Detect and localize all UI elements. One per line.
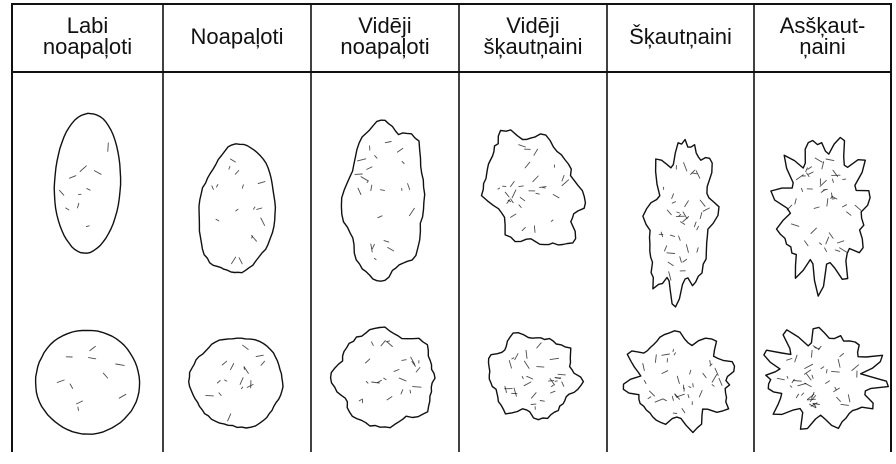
grain-texture-mark	[537, 367, 544, 368]
grain-outline	[331, 327, 435, 428]
grain-texture-mark	[410, 390, 411, 393]
grain-drawing	[311, 72, 459, 292]
grain-drawing	[754, 292, 891, 452]
grain-cell-asskautnaini-bottom	[754, 292, 891, 452]
grain-outline	[643, 140, 719, 307]
grain-cell-videji-skautnaini-bottom	[459, 292, 607, 452]
grain-drawing	[163, 72, 311, 292]
grain-texture-mark	[108, 143, 109, 151]
grain-drawing	[12, 292, 163, 452]
grain-texture-mark	[812, 350, 813, 357]
grain-outline	[764, 327, 888, 429]
grain-drawing	[12, 72, 163, 292]
grain-drawing	[754, 72, 891, 292]
grain-cell-noapaloti-top	[163, 72, 311, 292]
grain-outline	[489, 333, 584, 420]
grain-cell-labi-noapaloti-bottom	[12, 292, 163, 452]
grain-cell-videji-skautnaini-top	[459, 72, 607, 292]
column-header-videji-skautnaini: Vidēji šķautņaini	[459, 0, 607, 72]
grain-drawing	[459, 292, 607, 452]
grain-outline	[36, 330, 140, 434]
column-header-noapaloti: Noapaļoti	[163, 0, 311, 72]
grain-texture-mark	[710, 360, 711, 364]
grain-texture-mark	[206, 395, 214, 396]
grain-cell-labi-noapaloti-top	[12, 72, 163, 292]
grain-drawing	[607, 72, 754, 292]
grain-texture-mark	[534, 226, 535, 233]
grain-outline	[482, 130, 586, 245]
grain-drawing	[607, 292, 754, 452]
grain-cell-videji-noapaloti-top	[311, 72, 459, 292]
grain-drawing	[311, 292, 459, 452]
grain-texture-mark	[413, 387, 422, 388]
grain-cell-videji-noapaloti-bottom	[311, 292, 459, 452]
column-header-videji-noapaloti: Vidēji noapaļoti	[311, 0, 459, 72]
grain-texture-mark	[827, 369, 828, 373]
grain-cell-skautnaini-top	[607, 72, 754, 292]
grain-texture-mark	[543, 188, 546, 189]
grain-outline	[54, 113, 120, 253]
grain-texture-mark	[78, 407, 79, 410]
grain-texture-mark	[673, 349, 674, 351]
column-header-skautnaini: Šķautņaini	[607, 0, 754, 72]
grain-cell-skautnaini-bottom	[607, 292, 754, 452]
grain-outline	[341, 120, 424, 281]
grain-texture-mark	[558, 374, 565, 375]
column-header-asskautnaini: Asšķaut- ņaini	[754, 0, 891, 72]
grain-cell-noapaloti-bottom	[163, 292, 311, 452]
grain-outline	[199, 144, 275, 273]
grain-drawing	[459, 72, 607, 292]
column-header-labi-noapaloti: Labi noapaļoti	[12, 0, 163, 72]
grain-drawing	[163, 292, 311, 452]
grain-cell-asskautnaini-top	[754, 72, 891, 292]
grain-outline	[189, 338, 283, 428]
